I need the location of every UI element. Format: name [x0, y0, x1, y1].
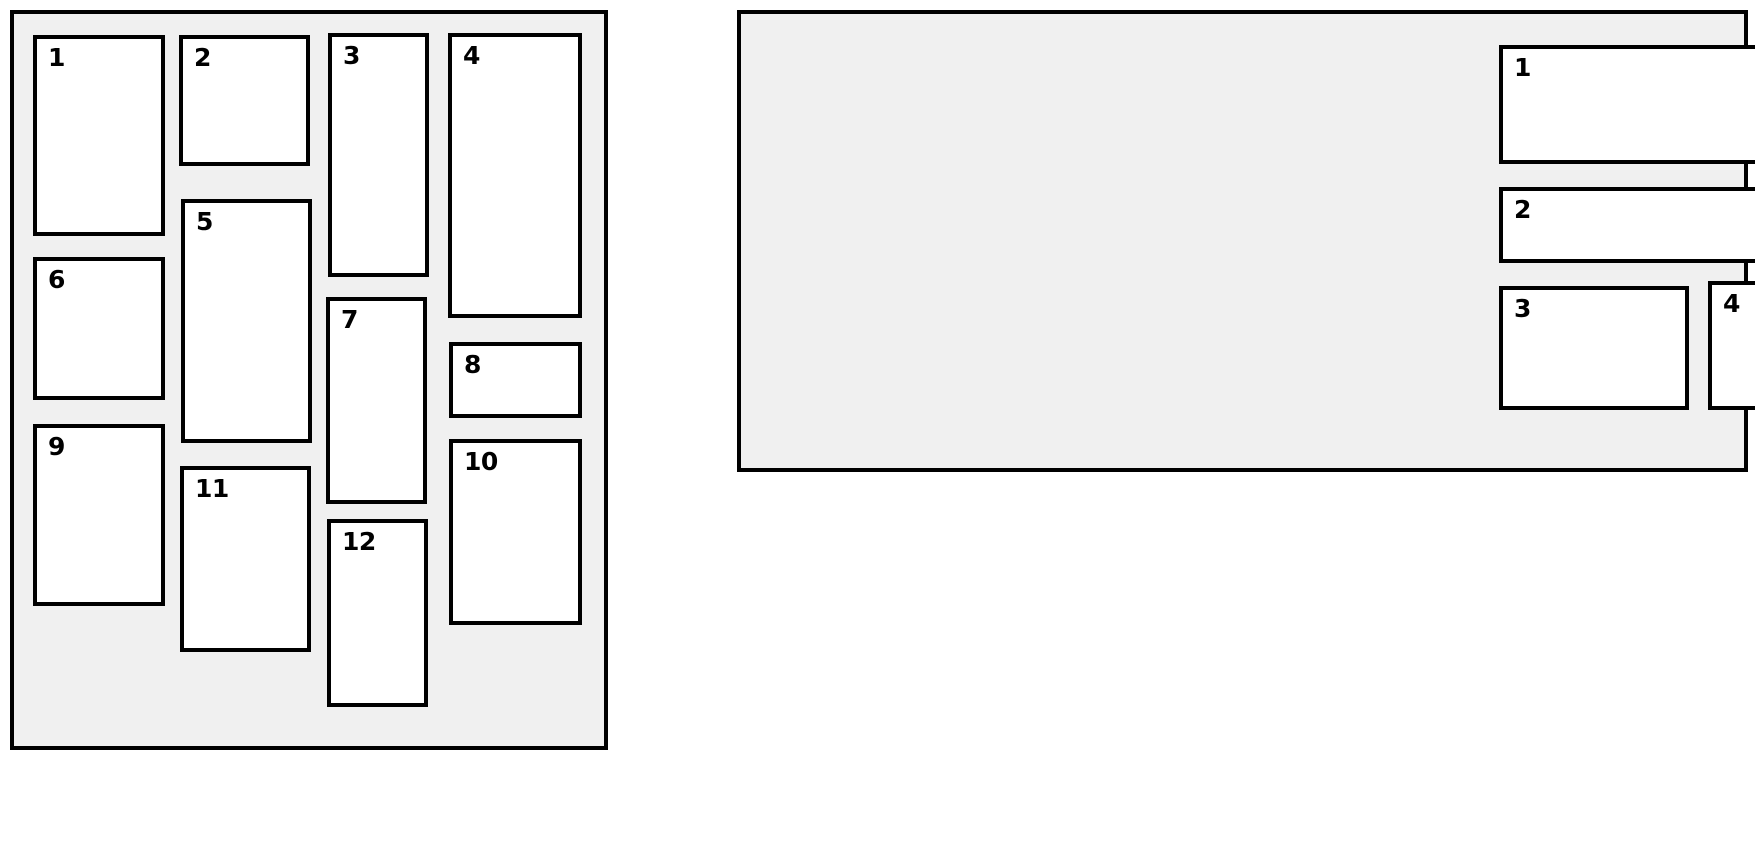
layout-box-label: 5 — [196, 207, 213, 236]
layout-box-10[interactable]: 10 — [449, 439, 582, 625]
layout-box-label: 2 — [1514, 195, 1531, 224]
layout-box-1[interactable]: 1 — [33, 35, 165, 236]
layout-box-label: 1 — [1514, 53, 1531, 82]
layout-box-7[interactable]: 7 — [326, 297, 427, 504]
layout-box-label: 7 — [341, 305, 358, 334]
layout-box-label: 10 — [464, 447, 498, 476]
layout-box-6[interactable]: 6 — [33, 257, 165, 400]
layout-box-4[interactable]: 4 — [448, 33, 582, 318]
layout-box-3[interactable]: 3 — [328, 33, 429, 277]
layout-box-label: 3 — [343, 41, 360, 70]
layout-box-label: 6 — [48, 265, 65, 294]
layout-box-label: 11 — [195, 474, 229, 503]
layout-box-label: 2 — [194, 43, 211, 72]
layout-box-1[interactable]: 1 — [1499, 45, 1755, 164]
right-layout-panel: 167259348 — [737, 10, 1755, 472]
layout-box-4[interactable]: 4 — [1708, 281, 1755, 410]
layout-box-3[interactable]: 3 — [1499, 286, 1689, 410]
layout-box-11[interactable]: 11 — [180, 466, 311, 652]
layout-box-label: 1 — [48, 43, 65, 72]
layout-box-2[interactable]: 2 — [179, 35, 310, 166]
layout-box-label: 4 — [1723, 289, 1740, 318]
layout-box-9[interactable]: 9 — [33, 424, 165, 606]
layout-box-label: 12 — [342, 527, 376, 556]
layout-box-2[interactable]: 2 — [1499, 187, 1755, 263]
layout-box-12[interactable]: 12 — [327, 519, 428, 707]
layout-box-label: 9 — [48, 432, 65, 461]
layout-box-label: 4 — [463, 41, 480, 70]
layout-box-5[interactable]: 5 — [181, 199, 312, 443]
layout-box-label: 3 — [1514, 294, 1531, 323]
layout-box-8[interactable]: 8 — [449, 342, 582, 418]
layout-box-label: 8 — [464, 350, 481, 379]
